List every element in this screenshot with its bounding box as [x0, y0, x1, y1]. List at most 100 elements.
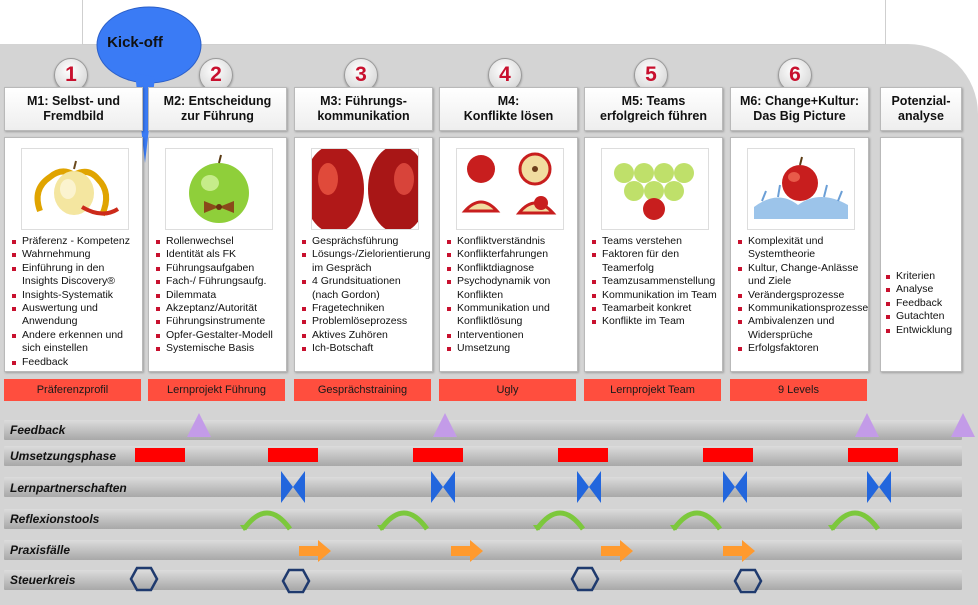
module-items-2: Rollenwechsel Identität als FK Führungsa…: [155, 235, 282, 356]
hexagon-icon: [281, 568, 311, 594]
top-card: [82, 0, 886, 45]
blue-bowtie-icon: [577, 471, 601, 503]
list-item: Opfer-Gestalter-Modell: [155, 329, 282, 342]
purple-triangle-icon: [187, 413, 211, 437]
green-arc-arrow-icon: [670, 510, 723, 531]
track-label-umsetzungsphase: Umsetzungsphase: [10, 449, 117, 463]
list-item: Interventionen: [446, 329, 573, 342]
red-phase-bar: [268, 448, 318, 462]
track-label-lernpartnerschaften: Lernpartnerschaften: [10, 481, 127, 495]
module-header-6: M6: Change+Kultur: Das Big Picture: [730, 87, 869, 131]
sliced-apples-image: [456, 148, 564, 230]
track-label-feedback: Feedback: [10, 423, 66, 437]
module-header-3: M3: Führungs- kommunikation: [294, 87, 433, 131]
list-item: Faktoren für den Teamerfolg: [591, 248, 718, 275]
list-item: Kommunikation im Team: [591, 289, 718, 302]
blue-bowtie-icon: [281, 471, 305, 503]
list-item: Konfliktdiagnose: [446, 262, 573, 275]
module-tab-5: Lernprojekt Team: [584, 379, 721, 401]
blue-bowtie-icon: [867, 471, 891, 503]
two-apples-closeup-image: [311, 148, 419, 230]
module-box-6: Komplexität und Systemtheorie Kultur, Ch…: [730, 137, 869, 372]
list-item: Konfliktverständnis: [446, 235, 573, 248]
green-arc-arrow-icon: [828, 510, 881, 531]
track-row-reflexionstools: [4, 509, 962, 529]
module-number-2: 2: [199, 58, 233, 92]
module-tab-3: Gesprächstraining: [294, 379, 431, 401]
list-item: Kommunikation und Konfliktlösung: [446, 302, 573, 329]
module-tab-6: 9 Levels: [730, 379, 867, 401]
module-items-1: Präferenz - Kompetenz Wahrnehmung Einfüh…: [11, 235, 138, 369]
list-item: Teamzusammenstellung: [591, 275, 718, 288]
red-phase-bar: [558, 448, 608, 462]
list-item: Fragetechniken: [301, 302, 428, 315]
list-item: Erfolgsfaktoren: [737, 342, 864, 355]
list-item: Rollenwechsel: [155, 235, 282, 248]
list-item: Lösungs-/Zielorientierung im Gespräch: [301, 248, 430, 275]
list-item: Systemische Basis: [155, 342, 282, 355]
list-item: Analyse: [885, 283, 957, 296]
purple-triangle-icon: [433, 413, 457, 437]
purple-triangle-icon: [951, 413, 975, 437]
list-item: Gutachten: [885, 310, 957, 323]
list-item: Kultur, Change-Anlässe und Ziele: [737, 262, 864, 289]
apple-splash-image: [747, 148, 855, 230]
list-item: Führungsinstrumente: [155, 315, 282, 328]
list-item: Kriterien: [885, 270, 957, 283]
red-phase-bar: [703, 448, 753, 462]
module-box-5: Teams verstehen Faktoren für den Teamerf…: [584, 137, 723, 372]
module-items-6: Komplexität und Systemtheorie Kultur, Ch…: [737, 235, 868, 356]
list-item: Fach-/ Führungsaufg.: [155, 275, 282, 288]
track-row-praxisfaelle: [4, 540, 962, 560]
list-item: Konflikte im Team: [591, 315, 718, 328]
list-item: Akzeptanz/Autorität: [155, 302, 282, 315]
potential-box: Kriterien Analyse Feedback Gutachten Ent…: [880, 137, 962, 372]
list-item: Konflikterfahrungen: [446, 248, 573, 261]
list-item: Psychodynamik von Konflikten: [446, 275, 573, 302]
list-item: Teams verstehen: [591, 235, 718, 248]
list-item: Insights-Systematik: [11, 289, 138, 302]
module-box-4: Konfliktverständnis Konflikterfahrungen …: [439, 137, 578, 372]
apple-bowtie-image: [165, 148, 273, 230]
track-row-steuerkreis: [4, 570, 962, 590]
green-arc-arrow-icon: [240, 510, 293, 531]
module-number-1: 1: [54, 58, 88, 92]
orange-arrow-icon: [723, 540, 755, 562]
list-item: Verändergsprozesse: [737, 289, 864, 302]
module-tab-1: Präferenzprofil: [4, 379, 141, 401]
module-box-3: Gesprächsführung Lösungs-/Zielorientieru…: [294, 137, 433, 372]
list-item: Kommunikationsprozesse: [737, 302, 868, 315]
track-label-praxisfaelle: Praxisfälle: [10, 543, 71, 557]
module-header-4: M4: Konflikte lösen: [439, 87, 578, 131]
module-tab-4: Ugly: [439, 379, 576, 401]
red-phase-bar: [413, 448, 463, 462]
list-item: Feedback: [11, 356, 138, 369]
blue-bowtie-icon: [723, 471, 747, 503]
orange-arrow-icon: [451, 540, 483, 562]
kickoff-label: Kick-off: [107, 34, 163, 51]
list-item: Andere erkennen und sich einstellen: [11, 329, 138, 356]
module-tab-2: Lernprojekt Führung: [148, 379, 285, 401]
hexagon-icon: [733, 568, 763, 594]
hexagon-icon: [570, 566, 600, 592]
hexagon-icon: [129, 566, 159, 592]
list-item: Einführung in den Insights Discovery®: [11, 262, 138, 289]
potential-header: Potenzial- analyse: [880, 87, 962, 131]
apple-pyramid-image: [601, 148, 709, 230]
red-phase-bar: [848, 448, 898, 462]
list-item: Entwicklung: [885, 324, 957, 337]
list-item: Präferenz - Kompetenz: [11, 235, 138, 248]
red-phase-bar: [135, 448, 185, 462]
list-item: Umsetzung: [446, 342, 573, 355]
list-item: Ambivalenzen und Widersprüche: [737, 315, 864, 342]
module-items-4: Konfliktverständnis Konflikterfahrungen …: [446, 235, 573, 356]
potential-items: Kriterien Analyse Feedback Gutachten Ent…: [885, 270, 957, 337]
list-item: Gesprächsführung: [301, 235, 428, 248]
list-item: Komplexität und Systemtheorie: [737, 235, 864, 262]
list-item: Ich-Botschaft: [301, 342, 428, 355]
module-box-2: Rollenwechsel Identität als FK Führungsa…: [148, 137, 287, 372]
list-item: Wahrnehmung: [11, 248, 138, 261]
module-header-1: M1: Selbst- und Fremdbild: [4, 87, 143, 131]
list-item: Feedback: [885, 297, 957, 310]
module-number-6: 6: [778, 58, 812, 92]
